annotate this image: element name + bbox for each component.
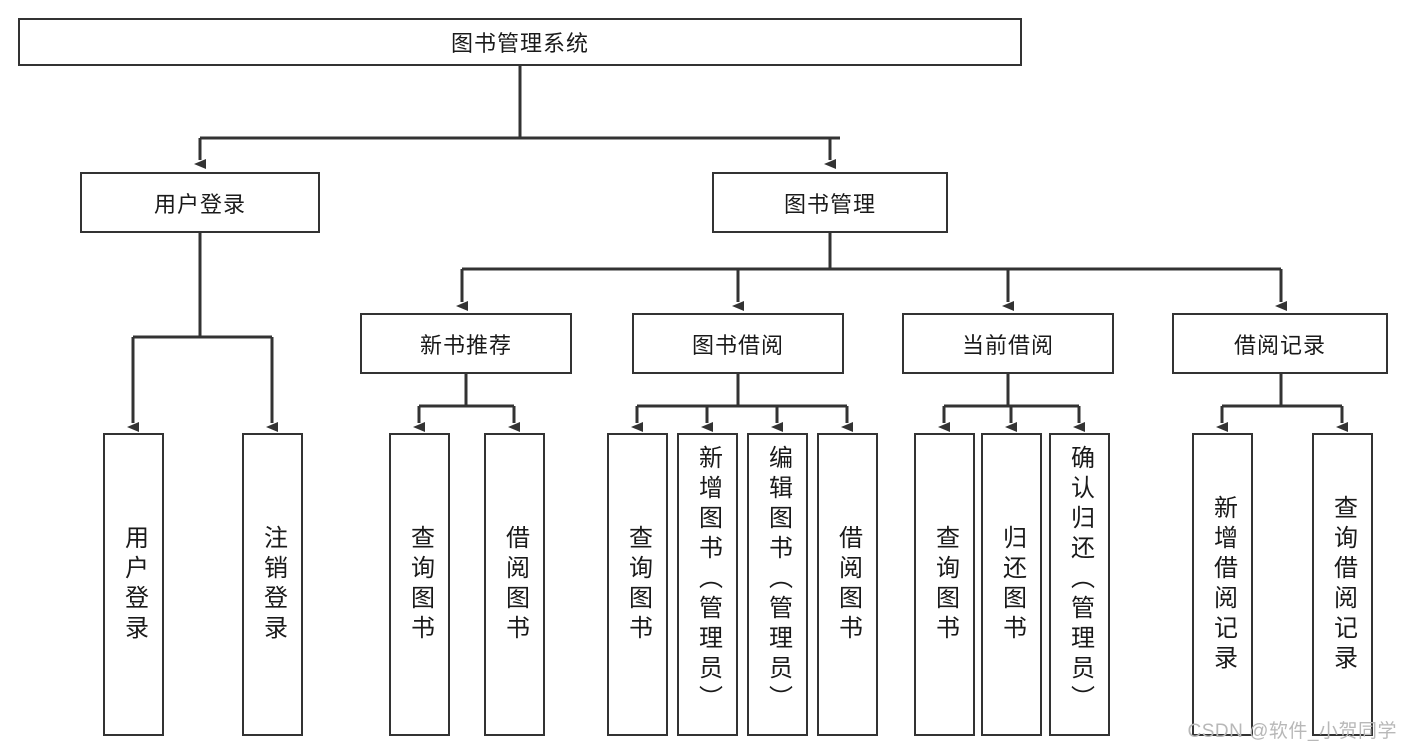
node-leaf-borrow-book-2-label: 借阅图书 — [834, 524, 862, 645]
node-current-borrow[interactable]: 当前借阅 — [902, 313, 1114, 374]
node-borrow-record[interactable]: 借阅记录 — [1172, 313, 1388, 374]
node-leaf-confirm-return-label: 确认归还（管理员） — [1066, 445, 1094, 715]
node-leaf-edit-book-label: 编辑图书（管理员） — [764, 445, 792, 715]
node-leaf-query-book-3-label: 查询图书 — [931, 524, 959, 645]
node-leaf-add-book-label: 新增图书（管理员） — [694, 445, 722, 715]
node-leaf-query-book-2-label: 查询图书 — [624, 524, 652, 645]
node-book-borrow[interactable]: 图书借阅 — [632, 313, 844, 374]
node-leaf-return-book-label: 归还图书 — [998, 524, 1026, 645]
node-leaf-logout-login[interactable]: 注销登录 — [242, 433, 303, 736]
node-leaf-logout-login-label: 注销登录 — [259, 524, 287, 645]
node-root-system-label: 图书管理系统 — [450, 31, 589, 56]
node-leaf-borrow-book-2[interactable]: 借阅图书 — [817, 433, 878, 736]
node-leaf-borrow-book-1-label: 借阅图书 — [501, 524, 529, 645]
node-leaf-return-book[interactable]: 归还图书 — [981, 433, 1042, 736]
node-leaf-user-login[interactable]: 用户登录 — [103, 433, 164, 736]
node-leaf-add-record[interactable]: 新增借阅记录 — [1192, 433, 1253, 736]
node-leaf-add-record-label: 新增借阅记录 — [1209, 494, 1237, 675]
node-leaf-query-book-3[interactable]: 查询图书 — [914, 433, 975, 736]
node-leaf-query-record-label: 查询借阅记录 — [1329, 494, 1357, 675]
node-user-login[interactable]: 用户登录 — [80, 172, 320, 233]
node-book-management[interactable]: 图书管理 — [712, 172, 948, 233]
node-user-login-label: 用户登录 — [153, 191, 246, 217]
node-leaf-query-book-2[interactable]: 查询图书 — [607, 433, 668, 736]
node-leaf-query-book-1[interactable]: 查询图书 — [389, 433, 450, 736]
watermark: CSDN @软件_小贺同学 — [1187, 721, 1397, 742]
node-book-borrow-label: 图书借阅 — [691, 332, 784, 358]
node-leaf-edit-book[interactable]: 编辑图书（管理员） — [747, 433, 808, 736]
node-leaf-query-record[interactable]: 查询借阅记录 — [1312, 433, 1373, 736]
node-root-system[interactable]: 图书管理系统 — [18, 18, 1022, 66]
node-leaf-user-login-label: 用户登录 — [120, 524, 148, 645]
node-leaf-query-book-1-label: 查询图书 — [406, 524, 434, 645]
node-current-borrow-label: 当前借阅 — [961, 332, 1054, 358]
node-leaf-add-book[interactable]: 新增图书（管理员） — [677, 433, 738, 736]
node-leaf-confirm-return[interactable]: 确认归还（管理员） — [1049, 433, 1110, 736]
node-new-book-recommend[interactable]: 新书推荐 — [360, 313, 572, 374]
node-borrow-record-label: 借阅记录 — [1233, 332, 1326, 358]
node-book-management-label: 图书管理 — [783, 191, 876, 217]
node-new-book-recommend-label: 新书推荐 — [419, 332, 512, 358]
node-leaf-borrow-book-1[interactable]: 借阅图书 — [484, 433, 545, 736]
